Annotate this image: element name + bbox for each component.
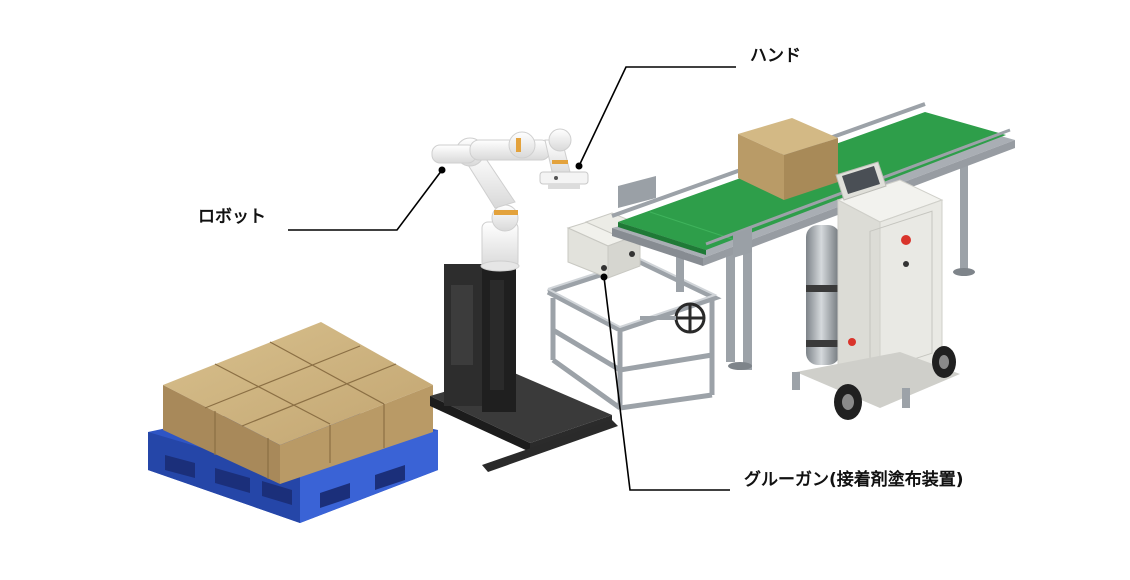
cardboard-box-stack bbox=[163, 322, 433, 484]
callout-label-glue-gun: グルーガン(接着剤塗布装置) bbox=[744, 470, 964, 490]
leader-line-glue bbox=[603, 276, 730, 491]
leader-dot-hand bbox=[575, 162, 583, 170]
callout-label-hand: ハンド bbox=[750, 46, 801, 66]
handwheel bbox=[640, 302, 706, 334]
leader-dot-robot bbox=[438, 166, 446, 174]
cardboard-box-on-conveyor bbox=[738, 118, 838, 200]
robot-base-stand bbox=[430, 262, 618, 472]
leader-dots bbox=[438, 162, 608, 281]
leader-dot-glue bbox=[600, 273, 608, 281]
callout-label-robot: ロボット bbox=[198, 207, 266, 227]
leader-lines bbox=[288, 66, 736, 491]
leader-line-hand bbox=[578, 66, 736, 167]
glue-melter-cabinet bbox=[792, 161, 960, 420]
leader-line-robot bbox=[288, 169, 443, 231]
robot-hand bbox=[539, 171, 589, 189]
robot-arm bbox=[431, 128, 572, 272]
